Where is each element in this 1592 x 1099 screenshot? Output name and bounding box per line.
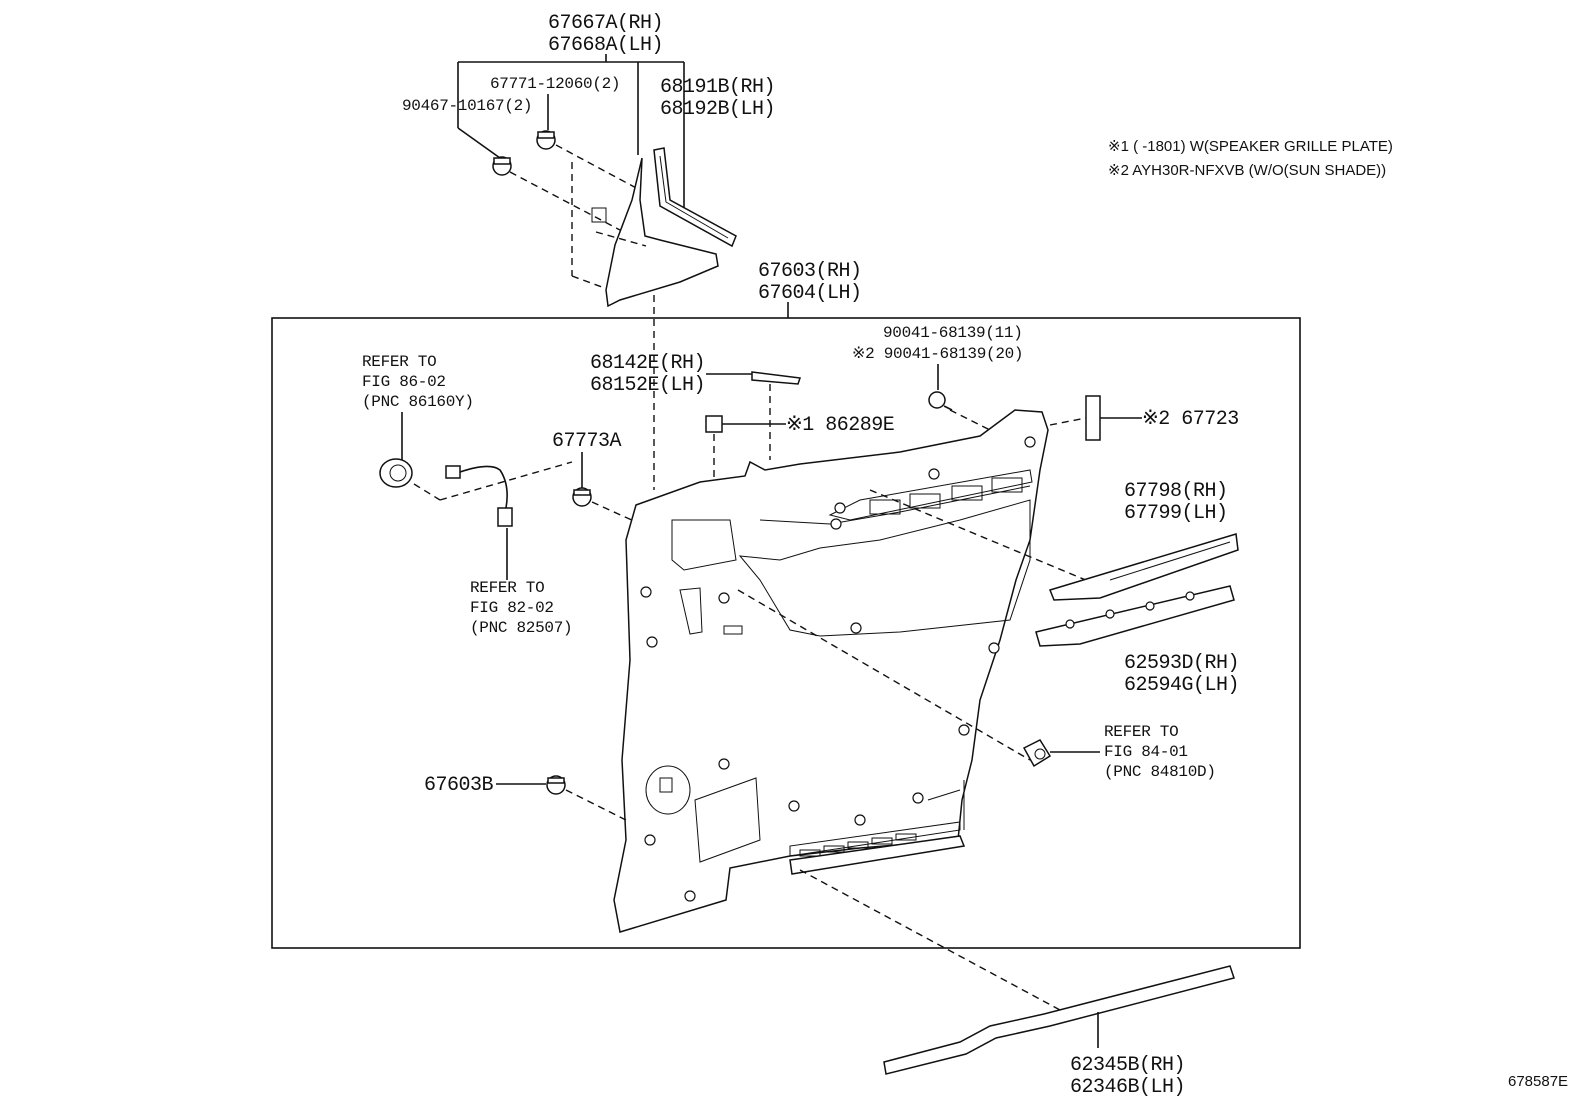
speaker-icon xyxy=(379,458,413,488)
label-62346B: 62346B(LH) xyxy=(1070,1076,1185,1099)
ref-84-line1: REFER TO xyxy=(1104,723,1178,741)
assembly-frame xyxy=(271,317,1301,949)
label-68191B: 68191B(RH) xyxy=(660,76,775,99)
label-90041-a: 90041-68139(11) xyxy=(883,324,1023,342)
clip-67771-icon xyxy=(536,130,556,150)
weatherstrip-68191B xyxy=(653,147,737,248)
ref-86-line2: FIG 86-02 xyxy=(362,373,446,391)
label-67771: 67771-12060(2) xyxy=(490,75,620,93)
wire-harness-icon xyxy=(445,465,513,527)
label-67604: 67604(LH) xyxy=(758,282,862,305)
label-62593D: 62593D(RH) xyxy=(1124,652,1239,675)
note-2: ※2 AYH30R-NFXVB (W/O(SUN SHADE)) xyxy=(1108,162,1386,179)
ref-82-line3: (PNC 82507) xyxy=(470,619,572,637)
leader-67667A xyxy=(457,54,685,210)
door-trim-panel-67603 xyxy=(613,409,1049,933)
label-68152E: 68152E(LH) xyxy=(590,374,705,397)
label-67603: 67603(RH) xyxy=(758,260,862,283)
garnish-base-62593D xyxy=(1035,585,1235,647)
label-67603B: 67603B xyxy=(424,774,494,797)
ref-82-line1: REFER TO xyxy=(470,579,544,597)
lamp-socket-icon xyxy=(1022,739,1052,768)
label-68142E: 68142E(RH) xyxy=(590,352,705,375)
label-67773A: 67773A xyxy=(552,430,622,453)
ornament-68142E xyxy=(751,371,802,385)
sunshade-cover-67723 xyxy=(1085,395,1101,441)
ref-84-line3: (PNC 84810D) xyxy=(1104,763,1216,781)
label-86289E: ※1 86289E xyxy=(786,414,894,437)
diagram-code: 678587E xyxy=(1508,1073,1568,1090)
label-67668A: 67668A(LH) xyxy=(548,34,663,57)
garnish-67798 xyxy=(1048,533,1239,601)
grille-plate-86289E xyxy=(705,415,723,433)
label-67799: 67799(LH) xyxy=(1124,502,1228,525)
clip-90041-icon xyxy=(928,391,953,411)
label-62594G: 62594G(LH) xyxy=(1124,674,1239,697)
weatherstrip-62345B xyxy=(883,965,1235,1075)
ref-86-line3: (PNC 86160Y) xyxy=(362,393,474,411)
clip-67603B-icon xyxy=(546,775,566,795)
clip-90467-icon xyxy=(492,156,512,176)
ref-82-line2: FIG 82-02 xyxy=(470,599,554,617)
label-67723: ※2 67723 xyxy=(1142,408,1239,431)
label-67798: 67798(RH) xyxy=(1124,480,1228,503)
ref-86-line1: REFER TO xyxy=(362,353,436,371)
quarter-trim-67667A xyxy=(591,157,719,308)
label-62345B: 62345B(RH) xyxy=(1070,1054,1185,1077)
label-67667A: 67667A(RH) xyxy=(548,12,663,35)
ref-84-line2: FIG 84-01 xyxy=(1104,743,1188,761)
label-90467: 90467-10167(2) xyxy=(402,97,532,115)
note-1: ※1 ( -1801) W(SPEAKER GRILLE PLATE) xyxy=(1108,138,1393,155)
label-90041-b: ※2 90041-68139(20) xyxy=(852,345,1023,363)
label-68192B: 68192B(LH) xyxy=(660,98,775,121)
clip-67773A-icon xyxy=(572,487,592,507)
